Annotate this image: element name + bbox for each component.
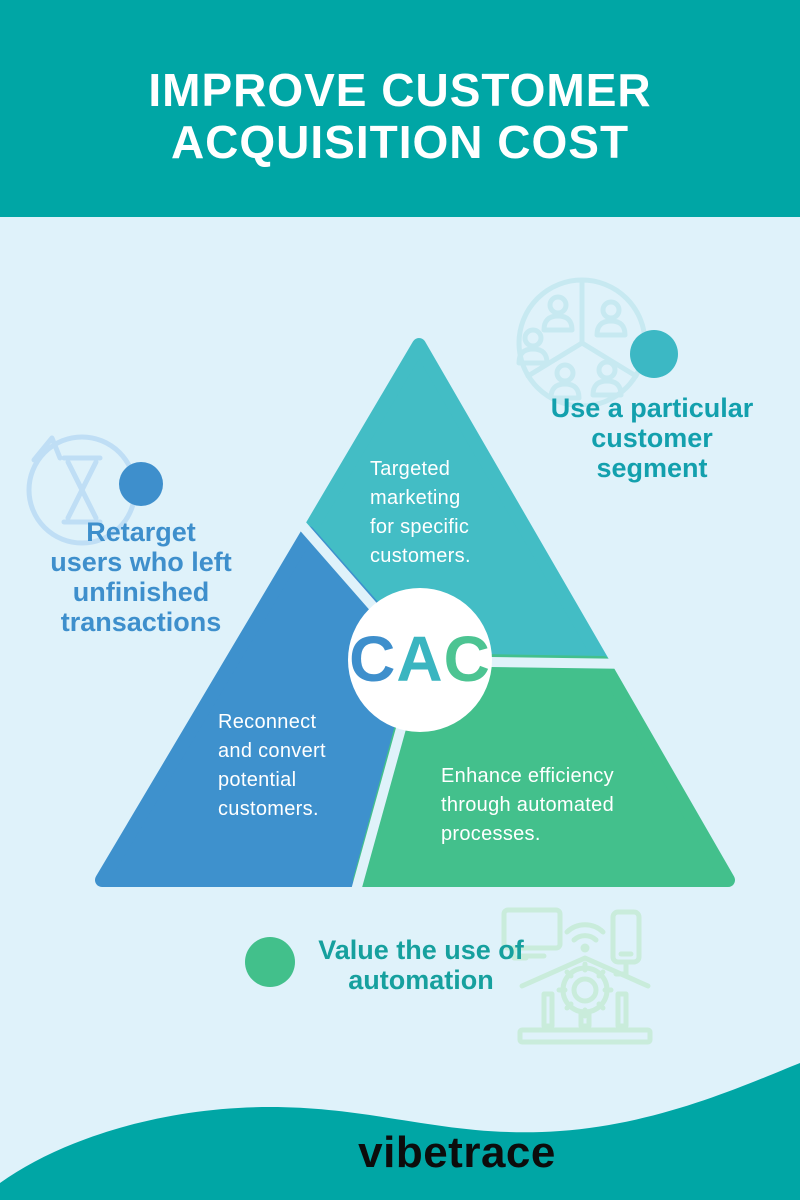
cac-center-circle [348,588,492,732]
segment-text-reconnect-convert: Reconnect and convert potential customer… [218,711,326,820]
automation-devices-icon [501,907,653,1045]
retarget-dot [119,462,163,506]
header-banner: IMPROVE CUSTOMER ACQUISITION COST [0,0,800,217]
cac-letter-3: C [443,623,491,695]
automation-dot [245,937,295,987]
vibetrace-logo: vibetrace [358,1128,556,1177]
footer-wave [0,1063,800,1200]
cac-label: CAC [320,616,520,702]
segment-text-enhance-efficiency: Enhance efficiency through automated pro… [441,765,615,845]
customer-segment-dot [630,330,678,378]
page-title: IMPROVE CUSTOMER ACQUISITION COST [148,64,652,168]
callout-retarget-users: Retarget users who left unfinished trans… [50,517,232,637]
callout-customer-segment: Use a particular customer segment [550,393,754,483]
segment-text-targeted-marketing: Targeted marketing for specific customer… [370,458,471,567]
cac-letter-1: C [349,623,397,695]
callout-value-automation: Value the use of automation [318,935,524,995]
cac-letter-2: A [396,623,444,695]
